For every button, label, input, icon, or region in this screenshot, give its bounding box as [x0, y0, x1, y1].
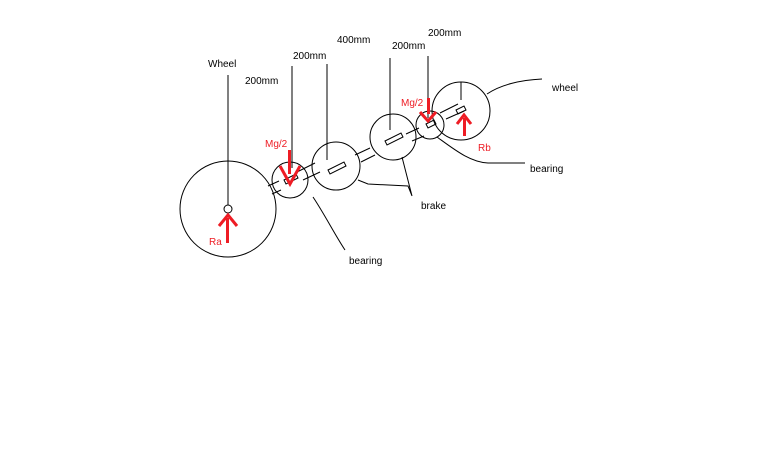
left-bearing-bore — [283, 173, 299, 185]
reaction-arrow-ra-head — [217, 212, 239, 227]
label-reaction-a: Ra — [209, 237, 222, 248]
reaction-arrow-rb — [455, 112, 473, 136]
dimension-label-4: 200mm — [392, 41, 425, 52]
force-arrow-left-head — [278, 165, 302, 188]
shaft-segment-1 — [267, 180, 282, 195]
label-bearing-right: bearing — [530, 164, 563, 175]
reaction-arrow-rb-head — [455, 112, 473, 125]
brake-disc-2 — [369, 113, 417, 161]
left-wheel-hub — [223, 204, 233, 214]
brake-disc-1-bore — [327, 161, 347, 175]
force-arrow-left-mg2 — [278, 150, 302, 188]
label-wheel-right: wheel — [551, 83, 578, 94]
shaft — [267, 103, 465, 195]
right-wheel-leader — [486, 78, 543, 95]
brake-leader — [357, 156, 413, 197]
shaft-segment-3 — [354, 147, 376, 163]
dimension-label-5: 200mm — [428, 28, 461, 39]
force-arrow-right-head — [418, 111, 438, 124]
label-wheel-left: Wheel — [208, 59, 236, 70]
dimension-label-1: 200mm — [245, 76, 278, 87]
left-bearing-leader — [312, 196, 346, 251]
reaction-arrow-rb-shaft — [463, 118, 466, 136]
right-bearing-bore — [425, 119, 437, 129]
label-bearing-left: bearing — [349, 256, 382, 267]
dimension-leaders — [291, 56, 462, 168]
right-bearing-leader — [436, 136, 525, 164]
dimension-label-3: 400mm — [337, 35, 370, 46]
reaction-arrow-ra-shaft — [226, 218, 229, 243]
label-force-left: Mg/2 — [265, 139, 288, 150]
force-arrow-right-mg2 — [418, 98, 438, 124]
shaft-segment-5 — [439, 103, 465, 120]
brake-disc-1 — [311, 141, 361, 191]
force-arrow-left-shaft — [288, 150, 291, 174]
force-arrow-right-shaft — [427, 98, 430, 114]
reaction-arrow-ra — [217, 212, 239, 243]
label-force-right: Mg/2 — [401, 98, 424, 109]
dimension-label-2: 200mm — [293, 51, 326, 62]
right-wheel-bore — [455, 105, 467, 115]
label-reaction-b: Rb — [478, 143, 491, 154]
brake-disc-2-bore — [384, 132, 404, 146]
label-brake: brake — [421, 201, 446, 212]
right-bearing — [415, 110, 445, 140]
